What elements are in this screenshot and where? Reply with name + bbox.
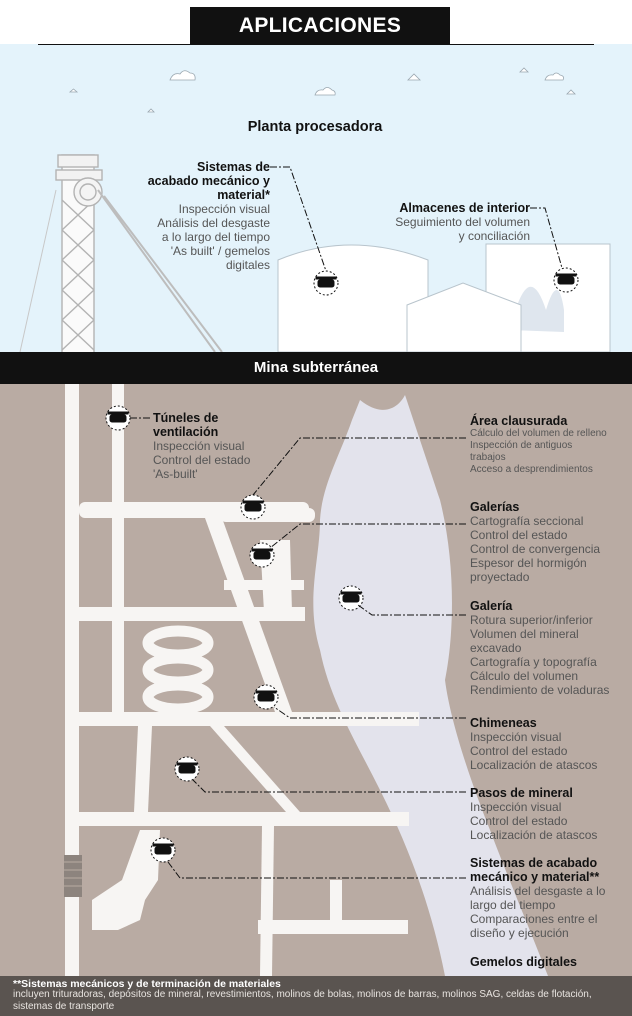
closed-area-label: Área clausurada Cálculo del volumen de r… [470,414,630,476]
plant-systems-item: 'As built' / gemelos [170,244,270,258]
drone-icon [240,494,266,520]
storage-item: y conciliación [458,229,530,243]
headframe [19,154,223,354]
drone-icons [105,267,579,863]
gallery-item: Rotura superior/inferior [470,613,593,627]
plant-systems-item: digitales [225,258,270,272]
ore-passes-item: Inspección visual [470,800,562,814]
plant-systems-item: Análisis del desgaste [157,216,270,230]
plant-systems-item: a lo largo del tiempo [161,230,270,244]
gallery-item: Cálculo del volumen [470,669,579,683]
plant-systems-label: Sistemas de acabado mecánico y material*… [120,160,270,272]
footnote-title: **Sistemas mecánicos y de terminación de… [13,978,281,990]
plant-systems-title-3: material* [217,188,270,202]
drone-icon [150,837,176,863]
chimneys-item: Localización de atascos [470,758,598,772]
galleries-item: Espesor del hormigón [470,556,587,570]
closed-area-item: trabajos [470,452,506,463]
closed-area-item: Inspección de antiguos [470,440,573,451]
chimneys-title: Chimeneas [470,716,537,730]
drone-icon [249,542,275,568]
closed-area-item: Acceso a desprendimientos [470,464,593,475]
drone-icon [338,585,364,611]
ore-passes-label: Pasos de mineral Inspección visual Contr… [470,786,630,842]
galleries-item: Control del estado [470,528,568,542]
finishing-item: largo del tiempo [470,898,556,912]
chimneys-item: Control del estado [470,744,568,758]
ventilation-item: Control del estado [153,453,251,467]
finishing-title-1: Sistemas de acabado [470,856,598,870]
drone-icon [313,270,339,296]
drone-icon [174,756,200,782]
title-divider [38,44,594,45]
ventilation-label: Túneles de ventilación Inspección visual… [153,411,273,481]
finishing-title-2: mecánico y material** [470,870,600,884]
plant-systems-title-2: acabado mecánico y [147,174,270,188]
galleries-item: Control de convergencia [470,542,601,556]
footnote: **Sistemas mecánicos y de terminación de… [0,976,632,1016]
digital-twins-title: Gemelos digitales [470,955,577,969]
storage-label: Almacenes de interior Seguimiento del vo… [360,201,530,243]
chimneys-item: Inspección visual [470,730,562,744]
finishing-label: Sistemas de acabado mecánico y material*… [470,856,630,940]
drone-icon [105,405,131,431]
drone-icon [553,267,579,293]
page-title: APLICACIONES [190,7,450,45]
storage-item: Seguimiento del volumen [395,215,530,229]
closed-area-title: Área clausurada [470,414,568,428]
ventilation-item: 'As-built' [153,467,198,481]
ventilation-title-1: Túneles de [153,411,219,425]
galleries-label: Galerías Cartografía seccional Control d… [470,500,630,584]
ore-bin [64,855,82,897]
plant-systems-title-1: Sistemas de [197,160,270,174]
gallery-item: Cartografía y topografía [470,655,597,669]
finishing-item: Comparaciones entre el [470,912,598,926]
drone-icon [253,684,279,710]
mine-section-bar: Mina subterránea [0,352,632,384]
finishing-item: Análisis del desgaste a lo [470,884,606,898]
leader-lines [130,166,563,879]
galleries-title: Galerías [470,500,520,514]
galleries-item: proyectado [470,570,530,584]
gallery-item: excavado [470,641,522,655]
plant-systems-item: Inspección visual [178,202,270,216]
gallery-title: Galería [470,599,513,613]
chimneys-label: Chimeneas Inspección visual Control del … [470,716,630,772]
plant-section-title: Planta procesadora [247,119,383,135]
spiral-ramp [142,625,214,715]
processing-plant [277,243,611,353]
ore-body [313,395,548,976]
gallery-item: Rendimiento de voladuras [470,683,610,697]
footnote-text: incluyen trituradoras, depósitos de mine… [13,989,592,1012]
ventilation-item: Inspección visual [153,439,245,453]
ore-passes-item: Localización de atascos [470,828,598,842]
clouds [68,67,576,113]
mine-section-title: Mina subterránea [253,359,379,376]
ore-passes-title: Pasos de mineral [470,786,573,800]
galleries-item: Cartografía seccional [470,514,584,528]
ground-area [0,384,632,976]
ventilation-title-2: ventilación [153,425,219,439]
finishing-item: diseño y ejecución [470,926,569,940]
closed-area-item: Cálculo del volumen de relleno [470,428,607,439]
digital-twins-label: Gemelos digitales [470,955,630,969]
gallery-label: Galería Rotura superior/inferior Volumen… [470,599,630,697]
gallery-item: Volumen del mineral [470,627,579,641]
ore-passes-item: Control del estado [470,814,568,828]
storage-title: Almacenes de interior [399,201,530,215]
